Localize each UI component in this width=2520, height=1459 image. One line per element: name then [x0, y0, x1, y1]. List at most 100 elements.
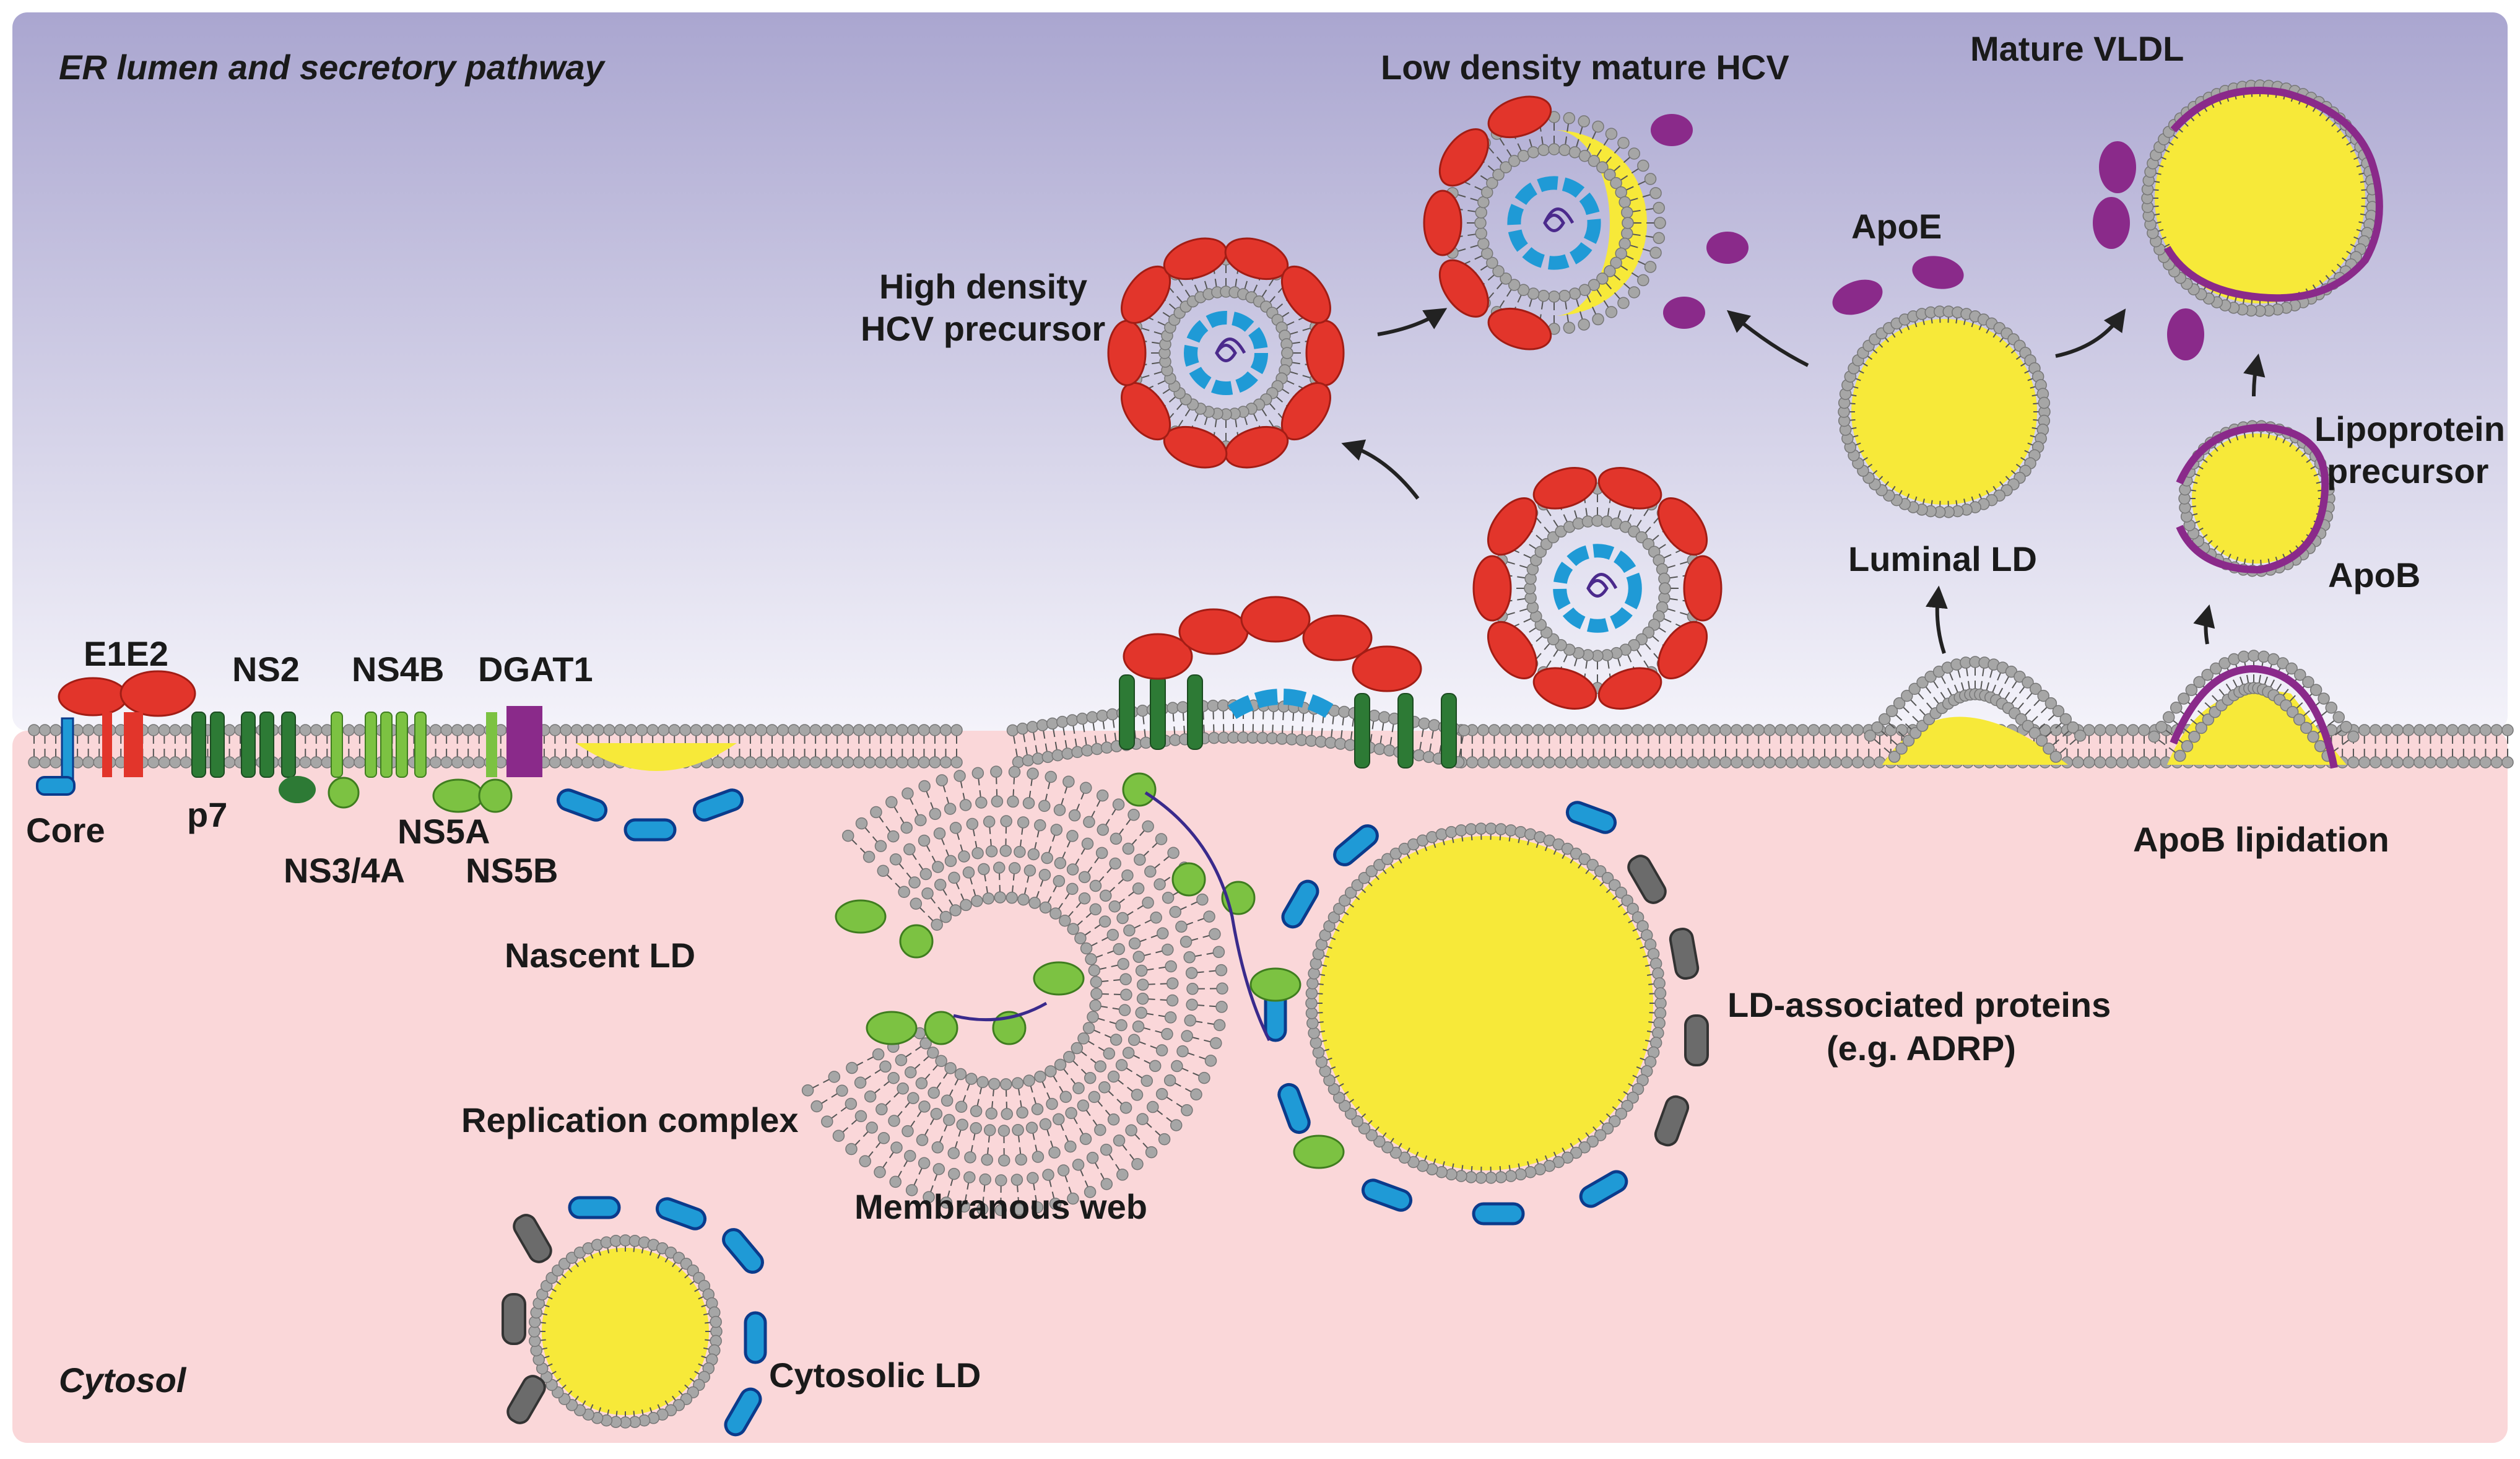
- lipid-head: [1049, 1147, 1060, 1158]
- lipid-head: [1080, 1133, 1092, 1144]
- lipid-head: [1605, 307, 1617, 318]
- lipid-head: [1176, 921, 1187, 932]
- lipid-head: [1786, 757, 1797, 768]
- lipid-head: [1051, 824, 1062, 835]
- lipid-head: [1638, 274, 1649, 285]
- ns-light-tm: [365, 712, 376, 777]
- lipid-head: [2381, 757, 2392, 768]
- ns5b-domain: [479, 780, 511, 812]
- lipid-head: [1082, 838, 1093, 849]
- lipid-head: [2127, 757, 2139, 768]
- lipid-head: [928, 1047, 939, 1058]
- lipid-head: [874, 1167, 885, 1178]
- lipid-head: [980, 1174, 991, 1185]
- label-ns5b: NS5B: [466, 851, 558, 890]
- lipid-head: [2480, 725, 2491, 736]
- lipid-head: [1101, 1144, 1112, 1156]
- apoe-protein: [1651, 114, 1693, 146]
- lipid-head: [50, 725, 61, 736]
- lipid-head: [2370, 725, 2381, 736]
- lipid-head: [890, 1176, 901, 1187]
- lipid-head: [932, 1142, 943, 1153]
- lipid-head: [1080, 782, 1092, 793]
- lipid-head: [1027, 768, 1038, 779]
- lipid-head: [821, 757, 832, 768]
- lipid-head: [1731, 757, 1742, 768]
- lipid-head: [1610, 725, 1621, 736]
- lipid-head: [1488, 725, 1500, 736]
- e1e2-glycoprotein: [1353, 647, 1421, 691]
- lipid-head: [1017, 723, 1028, 734]
- lipid-head: [1109, 901, 1120, 912]
- lipid-head: [972, 767, 983, 778]
- lipid-head: [1118, 959, 1129, 970]
- lipid-head: [960, 799, 971, 811]
- lipid-head: [1097, 847, 1108, 858]
- lipid-head: [967, 819, 978, 830]
- lipid-head: [1075, 933, 1086, 944]
- lipid-head: [778, 757, 789, 768]
- lipid-head: [978, 863, 989, 874]
- lipid-head: [998, 1125, 1009, 1136]
- lipid-head: [1110, 833, 1121, 844]
- lipid-head: [1039, 800, 1050, 811]
- lipid-head: [902, 788, 913, 799]
- lipid-head: [917, 1135, 928, 1146]
- lipid-head: [889, 1115, 900, 1126]
- lipid-head: [1485, 1172, 1497, 1183]
- lipid-head: [1111, 1034, 1122, 1045]
- lipid-head: [1090, 977, 1101, 988]
- lipid-head: [1108, 1071, 1119, 1082]
- lipid-head: [1006, 892, 1017, 904]
- lipid-head: [1090, 904, 1101, 915]
- lipid-head: [935, 879, 946, 891]
- ns5a-domain: [1034, 962, 1084, 995]
- cytosol-title: Cytosol: [59, 1361, 187, 1400]
- lipid-head: [430, 725, 441, 736]
- label-high-density-1: High density: [879, 267, 1087, 306]
- lipid-head: [1184, 952, 1195, 963]
- lipid-head: [1116, 1020, 1127, 1031]
- lipid-head: [159, 725, 170, 736]
- lipid-head: [1001, 1079, 1012, 1090]
- lipid-head: [1154, 879, 1165, 890]
- lipid-head: [593, 725, 604, 736]
- lipid-head: [224, 757, 235, 768]
- lipid-head: [1808, 757, 1819, 768]
- lipid-head: [853, 725, 864, 736]
- lipid-head: [886, 796, 897, 808]
- lipid-head: [159, 757, 170, 768]
- lipid-head: [1495, 824, 1506, 835]
- lipid-head: [1533, 757, 1544, 768]
- label-cytosolic-ld: Cytosolic LD: [769, 1356, 981, 1395]
- lipid-head: [877, 865, 889, 876]
- lipid-head: [2072, 757, 2083, 768]
- lipid-head: [971, 895, 983, 907]
- lipid-head: [148, 757, 159, 768]
- lipid-head: [888, 831, 899, 842]
- lipid-head: [1162, 1029, 1173, 1040]
- lipid-head: [680, 725, 691, 736]
- lipid-head: [1852, 725, 1863, 736]
- lipid-head: [778, 725, 789, 736]
- lipid-head: [745, 757, 756, 768]
- lipid-head: [1555, 725, 1566, 736]
- lipid-head: [1081, 943, 1092, 954]
- lipid-head: [1874, 757, 1885, 768]
- lipid-head: [1622, 217, 1633, 229]
- lipid-head: [1599, 725, 1610, 736]
- lipid-head: [1137, 705, 1148, 716]
- lipid-head: [1023, 1075, 1035, 1086]
- lipid-head: [910, 898, 921, 909]
- lipid-head: [311, 725, 322, 736]
- lipid-head: [977, 1076, 988, 1087]
- ns-dark-tm: [241, 712, 255, 777]
- lipid-head: [890, 854, 902, 865]
- lipid-head: [991, 766, 1002, 777]
- lipid-head: [40, 757, 51, 768]
- lipid-head: [1077, 1100, 1088, 1111]
- lipid-head: [1171, 1061, 1183, 1072]
- lipid-head: [836, 1085, 848, 1096]
- lipid-head: [311, 757, 322, 768]
- lipid-head: [878, 1133, 889, 1144]
